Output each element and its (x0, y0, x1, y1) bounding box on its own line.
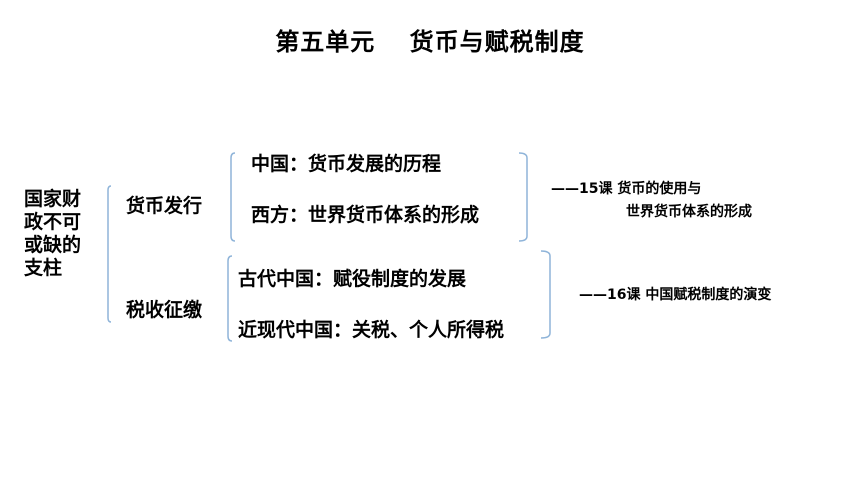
lesson-15-note-line2: 世界货币体系的形成 (626, 204, 752, 220)
branch-2-left-bracket (227, 255, 233, 342)
root-bracket (107, 185, 112, 323)
branch-label-currency: 货币发行 (126, 195, 203, 217)
branch-1-right-bracket (518, 152, 528, 242)
root-topic: 国家财政不可或缺的支柱 (24, 188, 82, 279)
branch-1-left-bracket (230, 152, 236, 242)
branch-2-right-bracket (540, 250, 551, 339)
page-title: 第五单元 货币与赋税制度 (275, 28, 585, 56)
tax-item-modern: 近现代中国：关税、个人所得税 (238, 319, 505, 341)
tax-item-ancient: 古代中国：赋役制度的发展 (238, 268, 467, 290)
branch-label-tax: 税收征缴 (126, 299, 203, 321)
lesson-16-note: ——16课 中国赋税制度的演变 (579, 287, 772, 303)
currency-item-west: 西方：世界货币体系的形成 (251, 204, 480, 226)
lesson-15-note: ——15课 货币的使用与 (551, 181, 702, 197)
currency-item-china: 中国：货币发展的历程 (251, 153, 442, 175)
